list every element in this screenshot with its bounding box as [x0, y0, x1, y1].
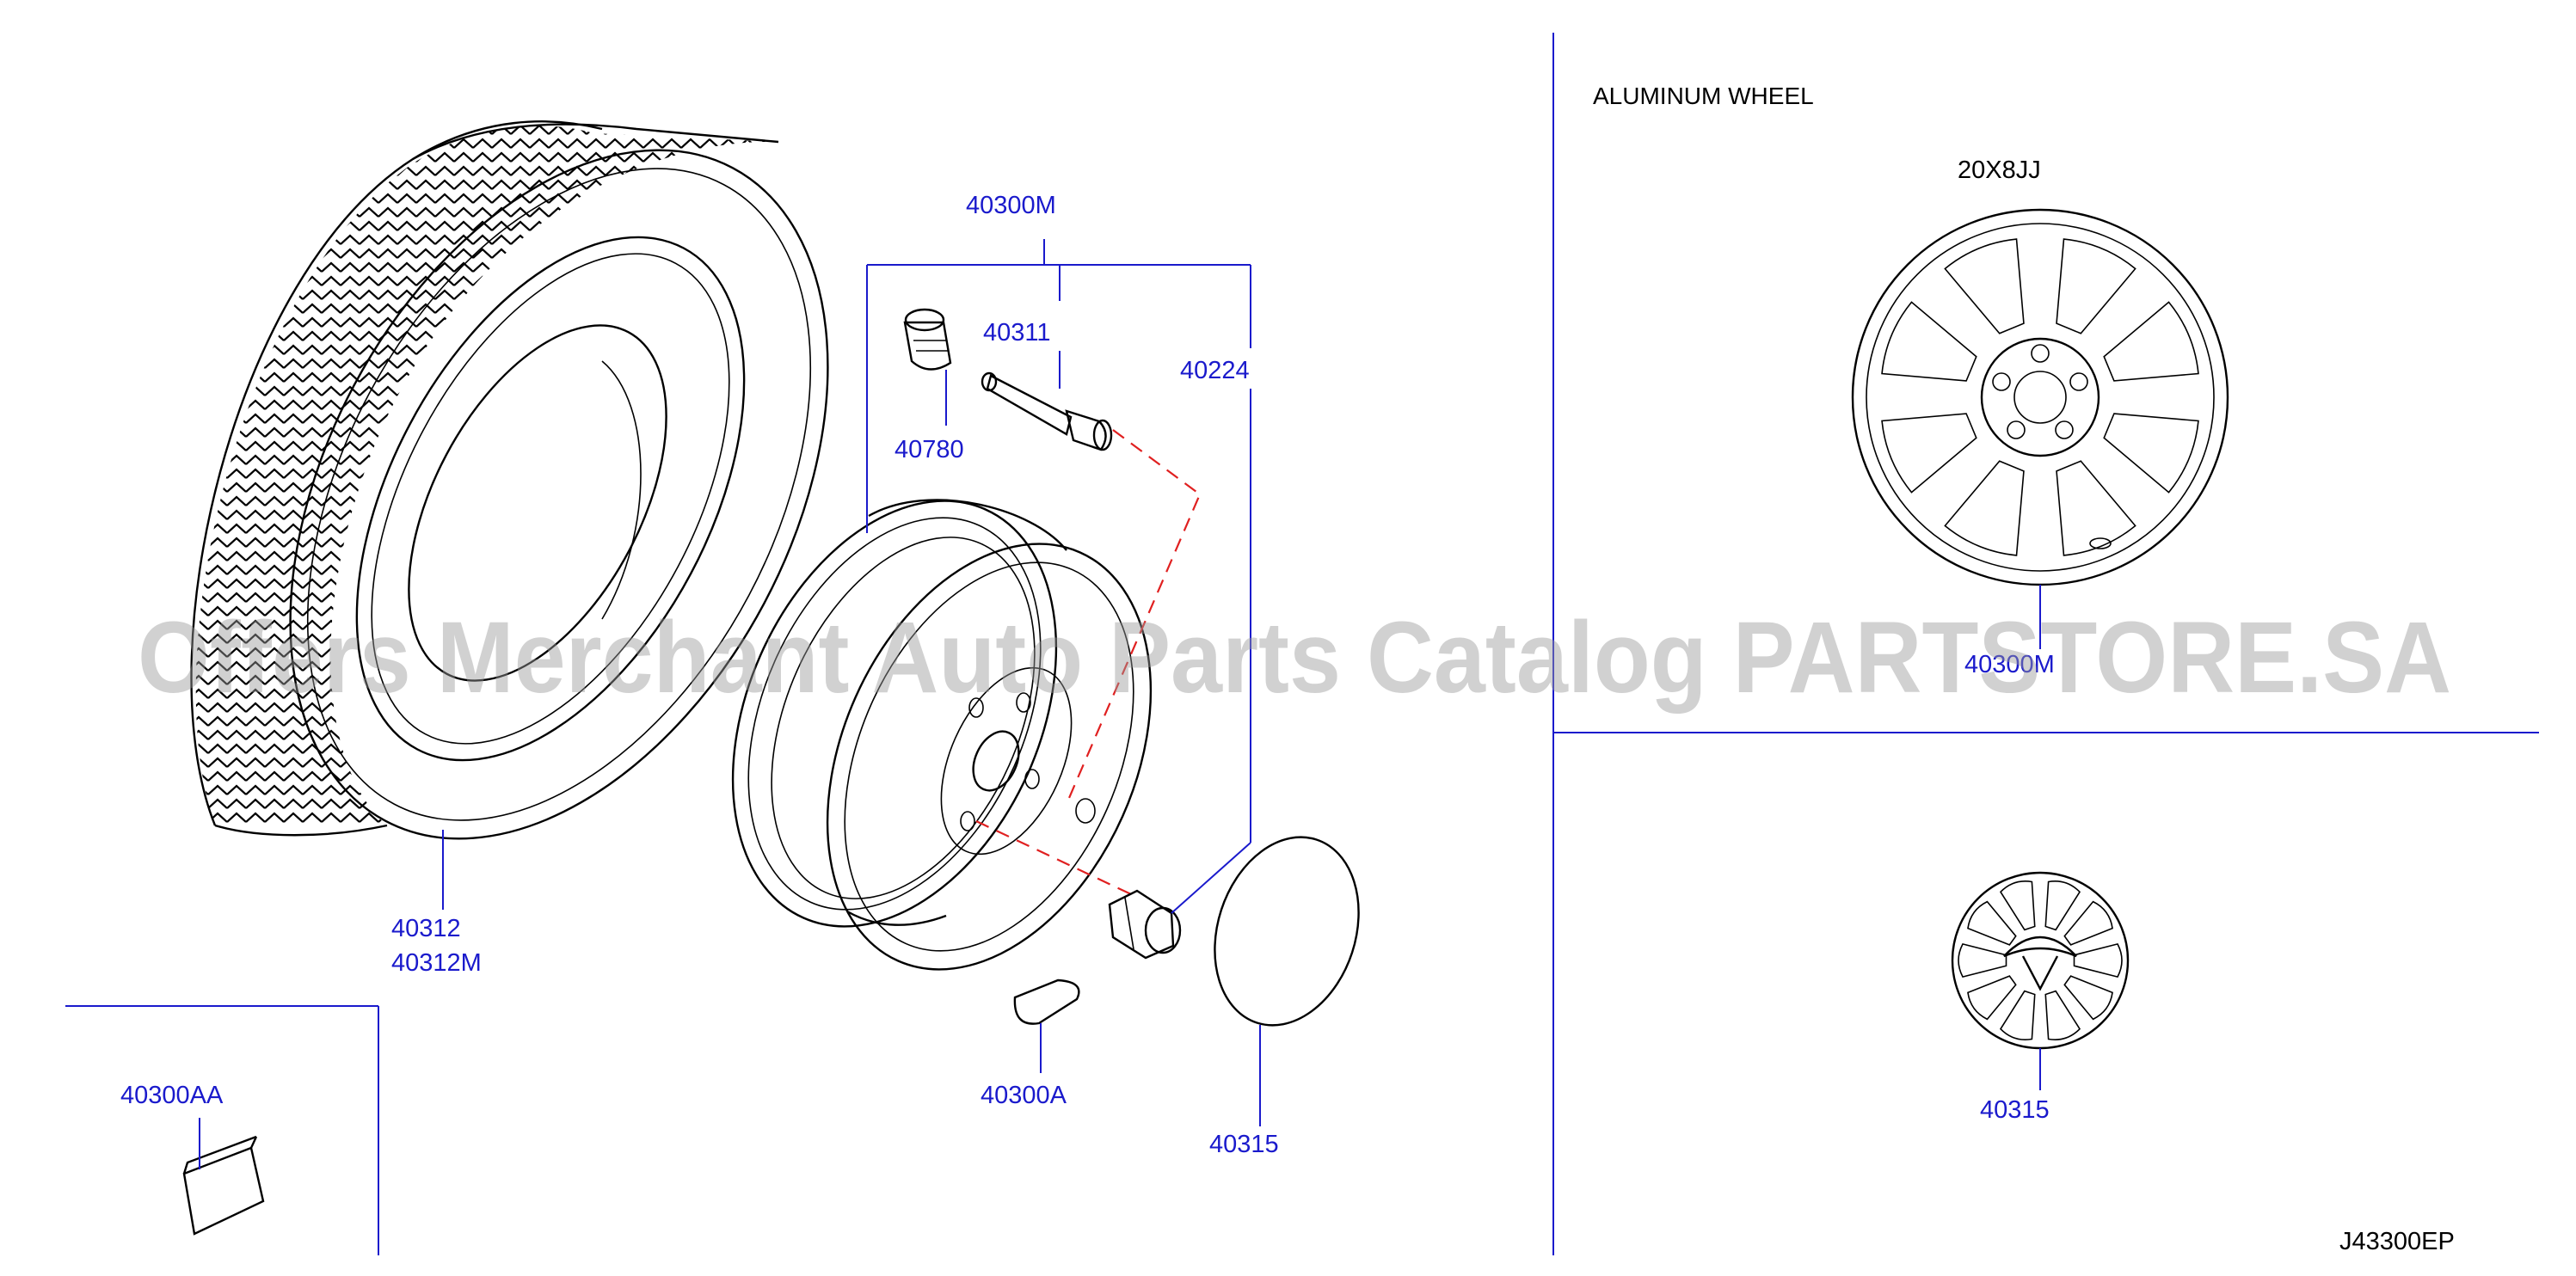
spoke-window — [2056, 460, 2136, 556]
leader-lines — [199, 239, 2041, 1169]
spoke-window — [1944, 238, 2025, 334]
section-dividers — [65, 33, 2539, 1255]
part-label-40315[interactable]: 40315 — [1209, 1131, 1279, 1158]
spoke-window — [2044, 880, 2081, 931]
spoke-window — [1999, 990, 2036, 1040]
part-label-40311[interactable]: 40311 — [983, 319, 1051, 347]
labels: ALUMINUM WHEEL 20X8JJ 40300M 40311 40224… — [120, 83, 2455, 1255]
spoke-window — [2073, 942, 2123, 978]
part-label-aluminum-40315[interactable]: 40315 — [1980, 1096, 2050, 1124]
watermark: Offers Merchant Auto Parts Catalog PARTS… — [138, 601, 2451, 715]
spoke-window — [1967, 975, 2017, 1021]
spoke-window — [1944, 460, 2025, 556]
section-title: ALUMINUM WHEEL — [1593, 83, 1814, 109]
part-label-40300M[interactable]: 40300M — [966, 192, 1056, 219]
part-label-40224[interactable]: 40224 — [1180, 357, 1250, 384]
weight-aa-illustration[interactable] — [182, 1135, 265, 1236]
aluminum-wheel-illustration[interactable] — [1851, 208, 2229, 586]
wheel-nut-illustration[interactable] — [1108, 889, 1182, 960]
spoke-window — [1958, 942, 2007, 978]
part-label-40312M[interactable]: 40312M — [391, 949, 482, 977]
spoke-window — [1999, 880, 2036, 931]
spoke-window — [1967, 900, 2017, 946]
spoke-window — [2063, 900, 2113, 946]
balance-weight-illustration[interactable] — [1013, 978, 1080, 1025]
part-label-aluminum-40300M[interactable]: 40300M — [1964, 651, 2055, 678]
spoke-window — [2063, 975, 2113, 1021]
part-label-40300AA[interactable]: 40300AA — [120, 1082, 224, 1109]
part-label-40300A[interactable]: 40300A — [981, 1082, 1067, 1109]
aluminum-cap-illustration[interactable] — [1951, 871, 2130, 1050]
disc-cap-illustration[interactable] — [1191, 819, 1381, 1044]
steel-wheel-illustration[interactable] — [670, 450, 1214, 1020]
spoke-window — [1881, 301, 1977, 382]
wheel-size-label: 20X8JJ — [1958, 156, 2041, 184]
part-label-40312[interactable]: 40312 — [391, 915, 461, 942]
drawing-code: J43300EP — [2339, 1228, 2455, 1255]
spoke-window — [2056, 238, 2136, 334]
tire-illustration[interactable] — [172, 59, 938, 930]
spoke-window — [2103, 301, 2199, 382]
valve-stem-illustration[interactable] — [981, 371, 1113, 451]
spoke-window — [2103, 413, 2199, 494]
part-label-40780[interactable]: 40780 — [895, 436, 964, 463]
valve-cap-illustration[interactable] — [903, 308, 952, 371]
spoke-window — [2044, 990, 2081, 1040]
assembly-lines — [975, 429, 1202, 895]
spoke-window — [1881, 413, 1977, 494]
